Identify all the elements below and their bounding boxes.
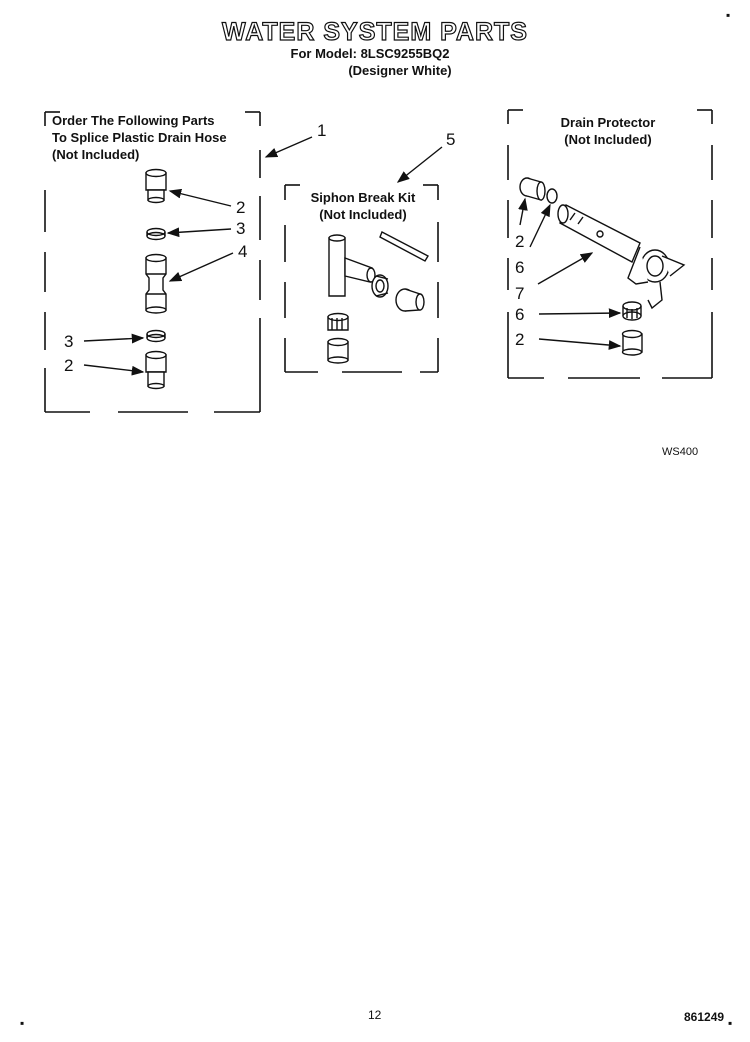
callout-3-lower: 3 — [64, 332, 74, 351]
splice-parts — [145, 168, 167, 390]
callout-4: 4 — [238, 242, 248, 261]
splice-group-frame — [44, 111, 261, 413]
callout-1: 1 — [317, 121, 327, 140]
callout-7: 7 — [515, 284, 525, 303]
callout-2-upper: 2 — [236, 198, 246, 217]
figure-code: WS400 — [662, 446, 699, 458]
callout-6-drain-lower: 6 — [515, 305, 525, 324]
siphon-parts — [327, 231, 429, 364]
model-line: For Model: 8LSC9255BQ2 — [290, 46, 450, 61]
callout-2-lower: 2 — [64, 356, 74, 375]
callout-6-drain-upper: 6 — [515, 258, 525, 277]
drain-parts — [519, 177, 686, 356]
page-title: WATER SYSTEM PARTS — [221, 17, 528, 46]
doc-number: 861249 — [684, 1010, 725, 1024]
splice-group-title: Order The Following Parts To Splice Plas… — [52, 113, 227, 162]
callout-2-drain-lower: 2 — [515, 330, 525, 349]
callout-5: 5 — [446, 130, 456, 149]
page-number: 12 — [368, 1008, 382, 1022]
color-line: (Designer White) — [348, 63, 452, 78]
corner-mark-bottom-right: ▪ — [728, 1016, 733, 1030]
callout-2-drain-upper: 2 — [515, 232, 525, 251]
corner-mark-bottom-left: ▪ — [20, 1016, 25, 1030]
drain-group-frame — [507, 109, 713, 379]
siphon-group-frame — [284, 184, 439, 373]
drain-group-title: Drain Protector (Not Included) — [560, 115, 656, 147]
callout-3-upper: 3 — [236, 219, 246, 238]
corner-mark-top-right: ▪ — [726, 8, 731, 22]
siphon-group-title: Siphon Break Kit (Not Included) — [310, 190, 416, 222]
